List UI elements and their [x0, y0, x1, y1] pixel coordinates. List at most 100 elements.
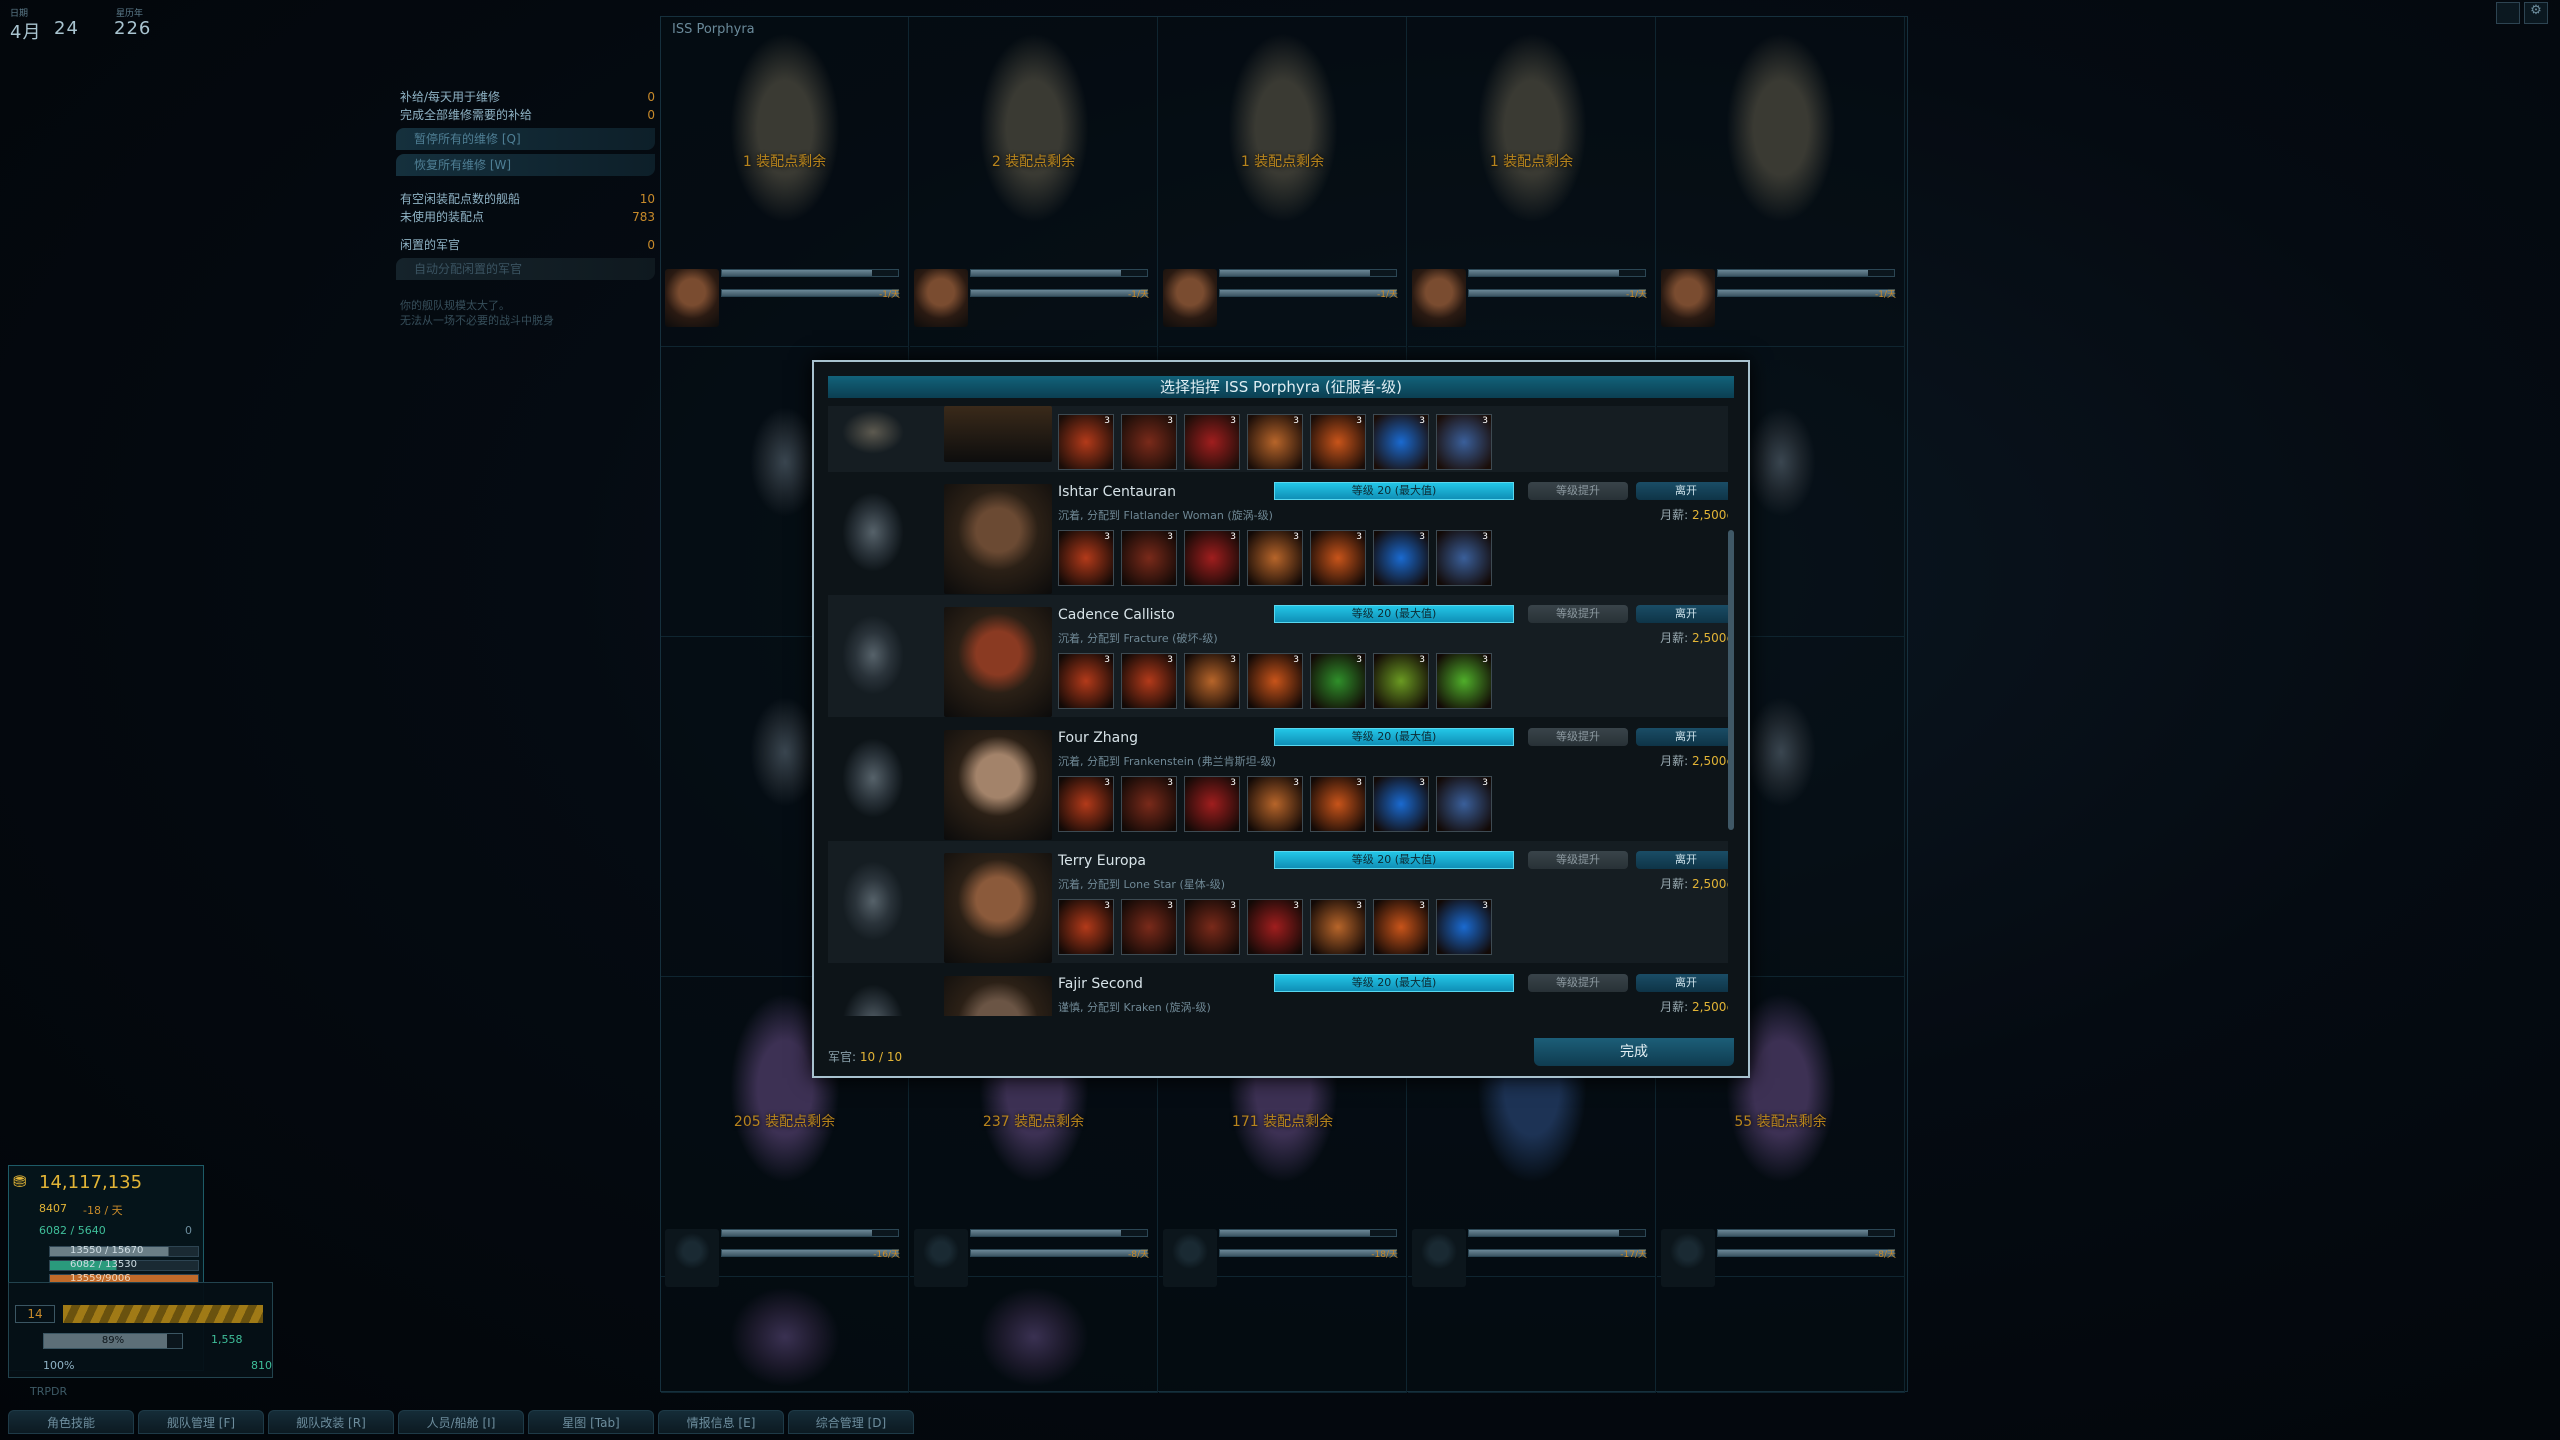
ship-sprite[interactable] — [1745, 407, 1816, 517]
fleet-slot[interactable] — [1408, 1277, 1656, 1393]
skill-icon[interactable] — [1247, 530, 1303, 586]
ship-sprite[interactable] — [1476, 33, 1587, 223]
fleet-slot[interactable]: 1 装配点剩余-1/天 — [1408, 17, 1656, 347]
officer-row-partial[interactable] — [828, 406, 1728, 472]
skill-icon[interactable] — [1184, 530, 1240, 586]
skill-icon[interactable] — [1436, 530, 1492, 586]
skill-icon[interactable] — [1373, 653, 1429, 709]
skill-icon[interactable] — [1121, 414, 1177, 470]
level-up-button[interactable]: 等级提升 — [1528, 851, 1628, 869]
skill-icon[interactable] — [1436, 899, 1492, 955]
fleet-slot[interactable] — [661, 1277, 909, 1393]
tab-5[interactable]: 情报信息 [E] — [658, 1410, 784, 1434]
skill-icon[interactable] — [1310, 530, 1366, 586]
level-up-button[interactable]: 等级提升 — [1528, 728, 1628, 746]
skill-icon[interactable] — [1247, 653, 1303, 709]
dismiss-button[interactable]: 离开 — [1636, 851, 1728, 869]
officer-portrait[interactable] — [1412, 1229, 1466, 1287]
skill-icon[interactable] — [1121, 776, 1177, 832]
fleet-slot[interactable] — [910, 1277, 1158, 1393]
level-up-button[interactable]: 等级提升 — [1528, 605, 1628, 623]
skill-icon[interactable] — [1310, 414, 1366, 470]
tab-0[interactable]: 角色技能 — [8, 1410, 134, 1434]
skill-icon[interactable] — [1247, 776, 1303, 832]
skill-icon[interactable] — [1058, 530, 1114, 586]
ship-sprite[interactable] — [1745, 697, 1816, 807]
skill-icon[interactable] — [1058, 776, 1114, 832]
tab-6[interactable]: 综合管理 [D] — [788, 1410, 914, 1434]
officer-portrait[interactable] — [1661, 1229, 1715, 1287]
ship-sprite[interactable] — [1725, 33, 1836, 223]
skill-icon[interactable] — [1247, 414, 1303, 470]
skill-icon[interactable] — [1184, 653, 1240, 709]
pause-repairs-button[interactable]: 暂停所有的维修 [Q] — [396, 128, 655, 150]
skill-icon[interactable] — [1373, 530, 1429, 586]
skill-icon[interactable] — [1247, 899, 1303, 955]
fleet-slot[interactable]: 237 装配点剩余-8/天 — [910, 977, 1158, 1287]
ship-sprite[interactable] — [729, 1287, 840, 1387]
skill-icon[interactable] — [1373, 414, 1429, 470]
officer-portrait[interactable] — [1412, 269, 1466, 327]
skill-icon[interactable] — [1184, 414, 1240, 470]
skill-icon[interactable] — [1373, 899, 1429, 955]
settings-icon[interactable]: ⚙ — [2524, 2, 2548, 24]
skill-icon[interactable] — [1310, 653, 1366, 709]
fleet-slot[interactable] — [1657, 1277, 1905, 1393]
fleet-slot[interactable] — [661, 637, 909, 977]
skill-icon[interactable] — [1058, 899, 1114, 955]
ship-sprite[interactable] — [749, 407, 820, 517]
ship-sprite[interactable] — [978, 1287, 1089, 1387]
tab-1[interactable]: 舰队管理 [F] — [138, 1410, 264, 1434]
officer-portrait[interactable] — [1661, 269, 1715, 327]
skill-icon[interactable] — [1310, 899, 1366, 955]
officer-portrait[interactable] — [665, 1229, 719, 1287]
scrollbar[interactable] — [1728, 530, 1734, 830]
tab-2[interactable]: 舰队改装 [R] — [268, 1410, 394, 1434]
skill-icon[interactable] — [1184, 899, 1240, 955]
skill-icon[interactable] — [1058, 653, 1114, 709]
level-up-button[interactable]: 等级提升 — [1528, 974, 1628, 992]
ship-sprite[interactable] — [729, 33, 840, 223]
skill-icon[interactable] — [1436, 414, 1492, 470]
officer-portrait[interactable] — [1163, 1229, 1217, 1287]
skill-icon[interactable] — [1058, 414, 1114, 470]
tab-3[interactable]: 人员/船舱 [I] — [398, 1410, 524, 1434]
skill-icon[interactable] — [1436, 776, 1492, 832]
done-button[interactable]: 完成 — [1534, 1038, 1734, 1066]
auto-assign-officers-button[interactable]: 自动分配闲置的军官 — [396, 258, 655, 280]
officer-portrait[interactable] — [1163, 269, 1217, 327]
fleet-slot[interactable]: 1 装配点剩余-1/天 — [1159, 17, 1407, 347]
fleet-slot[interactable]: -17/天 — [1408, 977, 1656, 1287]
tab-4[interactable]: 星图 [Tab] — [528, 1410, 654, 1434]
ship-sprite[interactable] — [1227, 33, 1338, 223]
officer-portrait[interactable] — [914, 269, 968, 327]
fleet-slot[interactable] — [1159, 1277, 1407, 1393]
skill-icon[interactable] — [1184, 776, 1240, 832]
menu-icon[interactable] — [2496, 2, 2520, 24]
dismiss-button[interactable]: 离开 — [1636, 974, 1728, 992]
fleet-slot[interactable] — [1657, 347, 1905, 637]
fleet-slot[interactable]: 2 装配点剩余-1/天 — [910, 17, 1158, 347]
fleet-slot[interactable]: 55 装配点剩余-8/天 — [1657, 977, 1905, 1287]
skill-icon[interactable] — [1121, 653, 1177, 709]
skill-icon[interactable] — [1436, 653, 1492, 709]
officer-portrait[interactable] — [665, 269, 719, 327]
level-up-button[interactable]: 等级提升 — [1528, 482, 1628, 500]
dismiss-button[interactable]: 离开 — [1636, 728, 1728, 746]
fleet-slot[interactable]: -1/天 — [1657, 17, 1905, 347]
skill-icon[interactable] — [1310, 776, 1366, 832]
skill-icon[interactable] — [1121, 899, 1177, 955]
fleet-slot[interactable] — [1657, 637, 1905, 977]
fleet-slot[interactable]: 1 装配点剩余-1/天 — [661, 17, 909, 347]
transponder-label[interactable]: TRPDR — [30, 1385, 68, 1398]
officer-portrait[interactable] — [914, 1229, 968, 1287]
dismiss-button[interactable]: 离开 — [1636, 605, 1728, 623]
ship-sprite[interactable] — [978, 33, 1089, 223]
skill-icon[interactable] — [1121, 530, 1177, 586]
ship-sprite[interactable] — [749, 697, 820, 807]
